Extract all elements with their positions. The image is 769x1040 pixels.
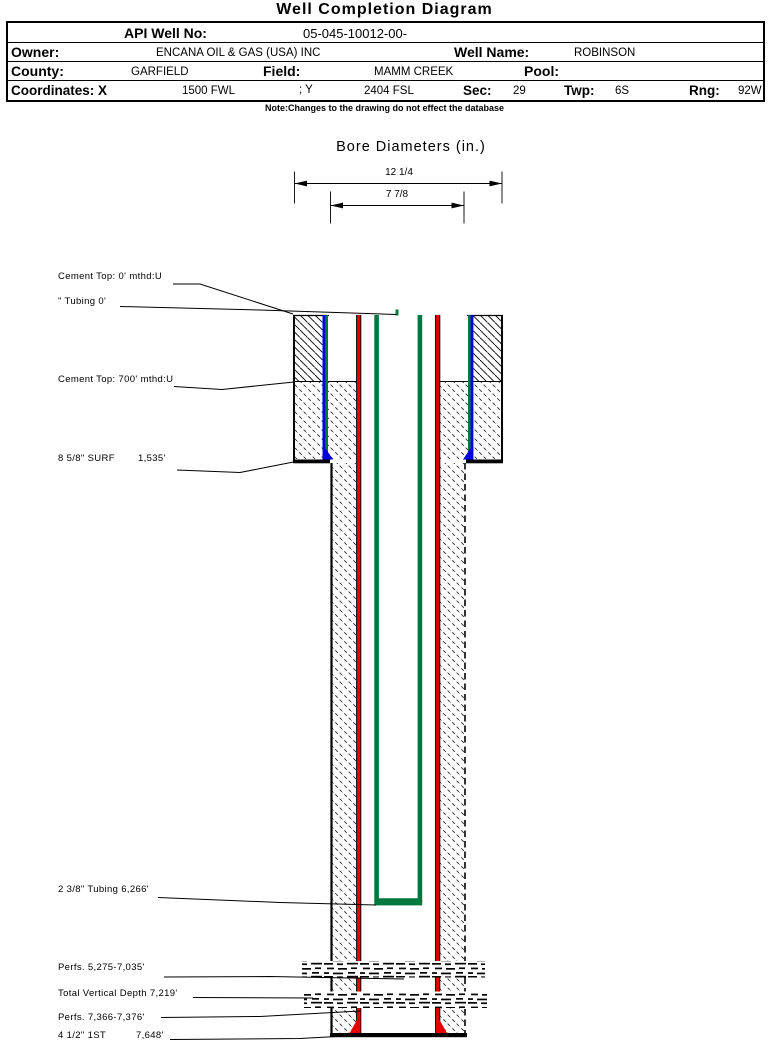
api-well-no-value: 05-045-10012-00- [303, 26, 408, 41]
sec-label: Sec: [463, 83, 492, 98]
tubing-string [374, 315, 423, 903]
perfs-lower-annotation: Perfs. 7,366-7,376' [58, 1012, 145, 1023]
production-casing-label: 4 1/2" 1ST [58, 1030, 107, 1040]
coordinate-y-label: ; Y [299, 84, 313, 96]
surface-cement-hatch-left-upper [294, 315, 323, 382]
tubing-annotation: 2 3/8" Tubing 6,266' [58, 884, 149, 895]
rng-value: 92W [738, 85, 762, 97]
pool-label: Pool: [524, 63, 559, 79]
outer-bore-diameter-label: 12 1/4 [385, 167, 413, 178]
perforation-band-lower [304, 991, 487, 1008]
inner-bore-diameter-label: 7 7/8 [385, 189, 409, 200]
row-divider [8, 80, 763, 81]
cement-hatch-left-lower [332, 463, 357, 1033]
coordinates-label: Coordinates: X [11, 83, 108, 98]
rng-label: Rng: [689, 83, 720, 98]
field-label: Field: [263, 63, 301, 79]
api-well-no-label: API Well No: [124, 25, 207, 41]
leader-lines [119, 283, 405, 1040]
twp-label: Twp: [564, 83, 595, 98]
well-name-label: Well Name: [454, 44, 530, 60]
surface-shoe-cement-right [463, 446, 472, 460]
dimension-arrowheads [294, 180, 502, 209]
surface-casing [322, 315, 474, 460]
county-value: GARFIELD [131, 66, 189, 78]
row-divider [8, 61, 763, 62]
cement-top-0-annotation: Cement Top: 0' mthd:U [58, 271, 163, 282]
bore-diameter-dimensions [294, 171, 503, 224]
twp-value: 6S [615, 85, 630, 97]
database-note: Note:Changes to the drawing do not effec… [264, 103, 505, 113]
surface-casing-shoe-bar-left [293, 459, 330, 464]
well-bottom-bar [330, 1033, 467, 1038]
tubing-hanger-tick [395, 309, 399, 316]
county-label: County: [11, 63, 64, 79]
perforation-band-upper [302, 961, 485, 978]
surface-casing-label: 8 5/8" SURF [58, 453, 115, 464]
cement-top-700-annotation: Cement Top: 700' mthd:U [58, 374, 174, 385]
production-shoe-cement-left [349, 1014, 361, 1033]
tubing-top-annotation: " Tubing 0' [58, 296, 107, 307]
surface-casing-shoe-bar-right [466, 459, 503, 464]
row-divider [8, 42, 763, 43]
surface-casing-annotation: 8 5/8" SURF 1,535' [58, 453, 165, 464]
production-shoe-cement-right [436, 1014, 447, 1033]
page-title: Well Completion Diagram [276, 1, 493, 18]
surface-casing-depth: 1,535' [138, 453, 166, 464]
tubing-bottom [374, 899, 423, 906]
owner-label: Owner: [11, 44, 60, 60]
production-casing [356, 315, 441, 1033]
surface-cement-hatch-right-upper [473, 315, 501, 382]
production-casing-annotation: 4 1/2" 1ST 7,648' [58, 1030, 163, 1040]
production-casing-depth: 7,648' [136, 1030, 164, 1040]
owner-value: ENCANA OIL & GAS (USA) INC [156, 47, 321, 59]
perfs-upper-annotation: Perfs. 5,275-7,035' [58, 962, 145, 973]
sec-value: 29 [513, 85, 526, 97]
bore-diameters-title: Bore Diameters (in.) [336, 139, 486, 155]
tvd-annotation: Total Vertical Depth 7,219' [58, 988, 178, 999]
field-value: MAMM CREEK [374, 66, 454, 78]
cement-hatch-right-lower [440, 463, 464, 1033]
well-name-value: ROBINSON [574, 47, 636, 59]
well-header-table: API Well No: 05-045-10012-00- Owner: ENC… [6, 21, 765, 102]
coordinate-x-value: 1500 FWL [182, 85, 236, 97]
surface-shoe-cement-left [324, 446, 333, 460]
borehole-walls [293, 314, 503, 1037]
coordinate-y-value: 2404 FSL [364, 85, 414, 97]
